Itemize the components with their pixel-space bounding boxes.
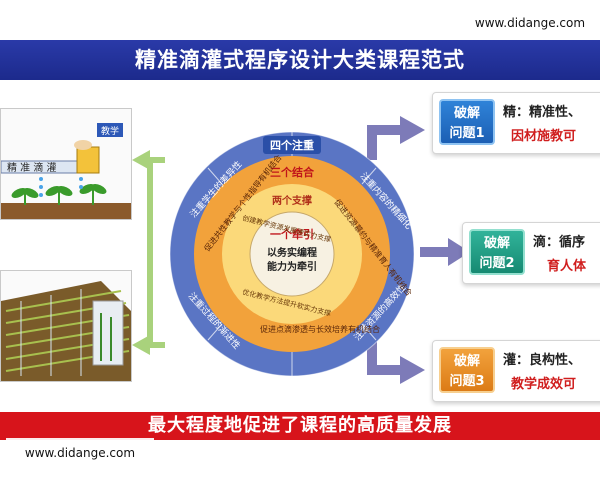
hand-icon — [74, 140, 92, 150]
drip-irrigation-drawing: 精 准 滴 灌 教学 — [1, 123, 131, 219]
purple-connector-3 — [367, 340, 402, 375]
card-3-line-2: 教学成效可 — [511, 377, 577, 392]
card-2-line-2: 育人体 — [547, 259, 587, 274]
badge-1-line-1: 破解 — [453, 106, 480, 121]
green-connector-line — [147, 157, 165, 348]
drip-irrigation-illustration: 精 准 滴 灌 教学 — [0, 108, 132, 220]
badge-3-line-2: 问题3 — [449, 374, 485, 389]
problem-badge-2: 破解 问题2 — [469, 229, 525, 275]
watermark-bottom: www.didange.com — [6, 438, 154, 468]
problem-card-3: 破解 问题3 灌：良构性、 教学成效可 — [432, 340, 600, 402]
soil-shape — [1, 203, 131, 219]
card-1-line-2: 因材施教可 — [511, 129, 577, 144]
field-drawing — [1, 281, 131, 381]
ring2-item-2: 促进点滴渗透与长效培养有机结合 — [260, 324, 380, 334]
problem-badge-3: 破解 问题3 — [439, 347, 495, 393]
concentric-circle-diagram: 四个注重 三个结合 两个支撑 一个牵引 以务实编程 能力为牵引 注重内容的精细化… — [169, 131, 415, 377]
purple-arrow-3-icon — [400, 356, 425, 384]
purple-connector-1 — [367, 125, 402, 160]
field-irrigation-illustration — [0, 270, 132, 382]
card-3-line-1: 灌：良构性、 — [503, 353, 582, 368]
badge-2-line-2: 问题2 — [479, 256, 515, 271]
core-circle — [249, 211, 335, 297]
tag-shape — [97, 123, 123, 137]
badge-2-line-1: 破解 — [483, 236, 510, 251]
card-1-line-1: 精：精准性、 — [503, 105, 582, 120]
green-arrow-down-icon — [132, 335, 150, 355]
problem-card-2: 破解 问题2 滴：循序 育人体 — [462, 222, 600, 284]
watermark-top: www.didange.com — [462, 10, 598, 36]
card-2-line-1: 滴：循序 — [533, 235, 586, 250]
pipe-label: 精 准 滴 灌 — [7, 161, 57, 174]
ring1-label-box — [263, 136, 321, 154]
core-label: 一个牵引 — [270, 227, 314, 241]
water-drop-icons — [39, 177, 83, 197]
page-title: 精准滴灌式程序设计大类课程范式 — [135, 48, 465, 72]
badge-1-line-2: 问题1 — [449, 126, 485, 141]
ring3-label: 两个支撑 — [272, 194, 312, 207]
ring1-label: 四个注重 — [270, 138, 314, 152]
plant-icons — [100, 313, 112, 361]
core-text-2: 能力为牵引 — [267, 260, 317, 273]
problem-card-1: 破解 问题1 精：精准性、 因材施教可 — [432, 92, 600, 154]
problem-badge-1: 破解 问题1 — [439, 99, 495, 145]
purple-arrow-1-icon — [400, 116, 425, 144]
core-text-1: 以务实编程 — [267, 246, 317, 259]
tag-label: 教学 — [101, 125, 119, 137]
purple-arrow-2-icon — [448, 238, 470, 266]
title-bar: 精准滴灌式程序设计大类课程范式 — [0, 40, 600, 80]
seedling-icons — [11, 184, 107, 205]
green-arrow-up-icon — [132, 150, 150, 170]
inset-shape — [92, 300, 124, 366]
ring2-label: 三个结合 — [270, 165, 315, 179]
drip-lines — [20, 289, 82, 376]
bottom-banner-text: 最大程度地促进了课程的高质量发展 — [148, 415, 452, 436]
badge-3-line-1: 破解 — [453, 354, 480, 369]
bottom-banner: 最大程度地促进了课程的高质量发展 — [0, 412, 600, 440]
